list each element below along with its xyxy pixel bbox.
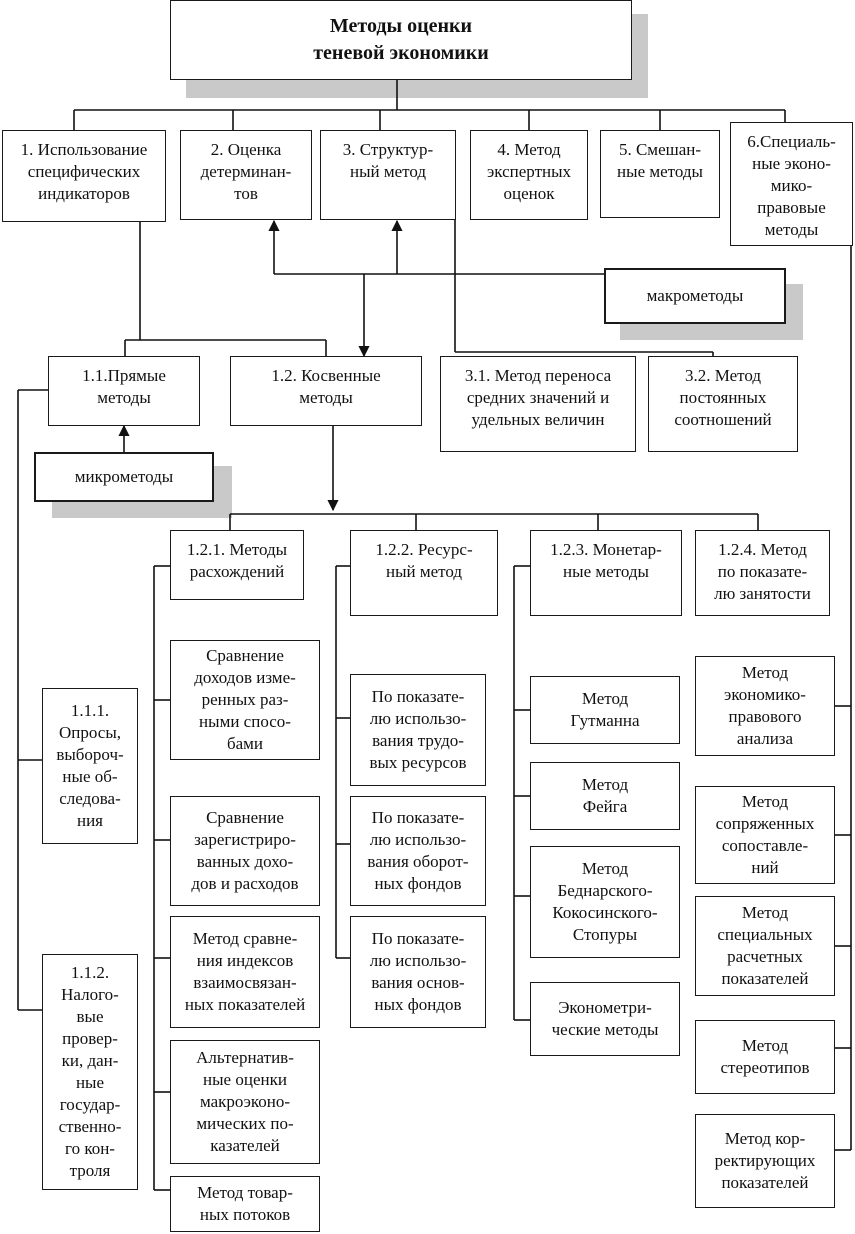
micro-methods-label: микрометоды: [34, 452, 214, 502]
box-commodity-flows: Метод товар- ных потоков: [170, 1176, 320, 1232]
box-stereotypes: Метод стереотипов: [695, 1020, 835, 1094]
box-conjugate-comparisons: Метод сопряженных сопоставле- ний: [695, 786, 835, 884]
box-surveys: 1.1.1. Опросы, выбороч- ные об- следова-…: [42, 688, 138, 844]
box-fixed-assets: По показате- лю использо- вания основ- н…: [350, 916, 486, 1028]
box-monetary-methods: 1.2.3. Монетар- ные методы: [530, 530, 682, 616]
box-structural-method: 3. Структур- ный метод: [320, 130, 456, 220]
box-discrepancy-methods: 1.2.1. Методы расхождений: [170, 530, 304, 600]
box-feige: Метод Фейга: [530, 762, 680, 830]
box-index-comparison: Метод сравне- ния индексов взаимосвязан-…: [170, 916, 320, 1028]
box-labor-resources: По показате- лю использо- вания трудо- в…: [350, 674, 486, 786]
box-registered-income: Сравнение зарегистриро- ванных дохо- дов…: [170, 796, 320, 906]
macro-methods-label: макрометоды: [604, 268, 786, 324]
box-determinants: 2. Оценка детерминан- тов: [180, 130, 312, 220]
box-structural-constant: 3.2. Метод постоянных соотношений: [648, 356, 798, 452]
box-special-indicators: Метод специальных расчетных показателей: [695, 896, 835, 996]
diagram-title: Методы оценки теневой экономики: [170, 0, 632, 80]
box-mixed-methods: 5. Смешан- ные методы: [600, 130, 720, 218]
box-expert-assessment: 4. Метод экспертных оценок: [470, 130, 588, 220]
box-correcting-indicators: Метод кор- ректирующих показателей: [695, 1114, 835, 1208]
box-employment-method: 1.2.4. Метод по показате- лю занятости: [695, 530, 830, 616]
box-direct-methods: 1.1.Прямые методы: [48, 356, 200, 426]
box-indirect-methods: 1.2. Косвенные методы: [230, 356, 422, 426]
box-bednarsky: Метод Беднарского- Кокосинского- Стопуры: [530, 846, 680, 958]
box-working-capital: По показате- лю использо- вания оборот- …: [350, 796, 486, 906]
box-gutmann: Метод Гутманна: [530, 676, 680, 744]
box-tax-audits: 1.1.2. Налого- вые провер- ки, дан- ные …: [42, 954, 138, 1190]
box-special-methods: 6.Специаль- ные эконо- мико- правовые ме…: [730, 122, 853, 246]
box-economic-legal-analysis: Метод экономико- правового анализа: [695, 656, 835, 756]
box-econometric: Эконометри- ческие методы: [530, 982, 680, 1056]
box-specific-indicators: 1. Использование специфических индикатор…: [2, 130, 166, 222]
box-alternative-estimates: Альтернатив- ные оценки макроэконо- миче…: [170, 1040, 320, 1164]
box-structural-transfer: 3.1. Метод переноса средних значений и у…: [440, 356, 636, 452]
box-resource-method: 1.2.2. Ресурс- ный метод: [350, 530, 498, 616]
box-income-comparison: Сравнение доходов изме- ренных раз- ными…: [170, 640, 320, 760]
